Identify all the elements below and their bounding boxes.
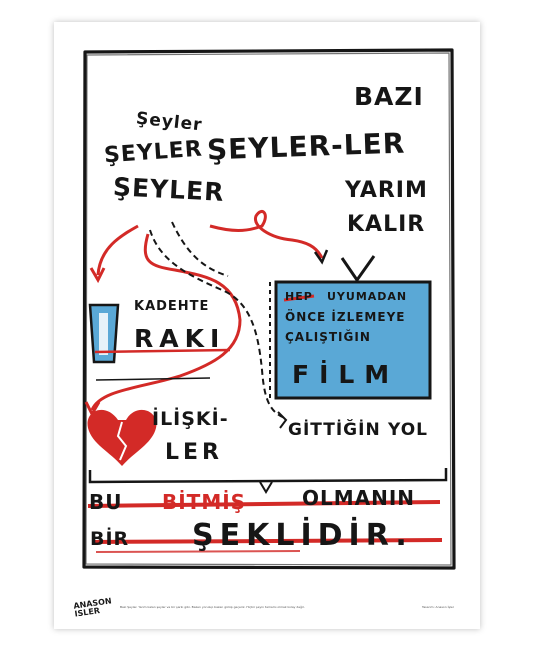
text-iliski: İLİŞKİ- — [152, 408, 229, 430]
dashed-path-left — [149, 229, 286, 419]
text-bir: BİR — [90, 528, 130, 550]
spiral-icon — [209, 210, 324, 259]
text-bu: BU — [89, 490, 123, 514]
text-tv-hep: HEP — [285, 290, 313, 303]
red-curve-to-heart — [90, 233, 242, 411]
footer-caption: Bazı Şeyler. Yarım kalan şeyler ve bir ş… — [120, 605, 305, 609]
text-olmanin: OLMANIN — [302, 486, 416, 510]
border-frame — [82, 48, 456, 570]
text-tv-film: FİLM — [292, 360, 400, 389]
text-seyler-low: ŞEYLER — [112, 172, 226, 207]
strike-line-1 — [87, 500, 441, 508]
text-kadehte: KADEHTE — [134, 299, 210, 314]
text-kalir: KALIR — [347, 212, 426, 237]
television-icon — [269, 255, 432, 400]
text-tv-once: ÖNCE İZLEMEYE — [285, 310, 406, 324]
glass-icon — [88, 303, 120, 364]
footer-credit: Tasarım: Anason İşler — [422, 605, 454, 609]
text-yol: YOL — [388, 420, 428, 440]
brace-line — [88, 468, 448, 484]
text-seklidir: ŞEKLİDİR. — [192, 518, 413, 553]
text-bazi: BAZI — [354, 82, 424, 111]
text-gittigin: GİTTİĞİN — [288, 420, 381, 440]
text-raki: RAKI — [134, 324, 226, 353]
text-bitmis: BİTMİŞ — [162, 490, 247, 514]
text-ler: LER — [165, 440, 223, 465]
text-seyler-ler: ŞEYLER-LER — [206, 126, 406, 167]
text-tv-uyumadan: UYUMADAN — [327, 290, 408, 303]
text-yarim: YARIM — [345, 178, 428, 203]
red-arrow-to-glass — [96, 224, 139, 276]
dashed-path-right — [171, 221, 229, 277]
heart-icon — [87, 409, 157, 466]
strike-line-2 — [91, 538, 443, 544]
text-tv-calistigin: ÇALIŞTIĞIN — [285, 330, 371, 344]
